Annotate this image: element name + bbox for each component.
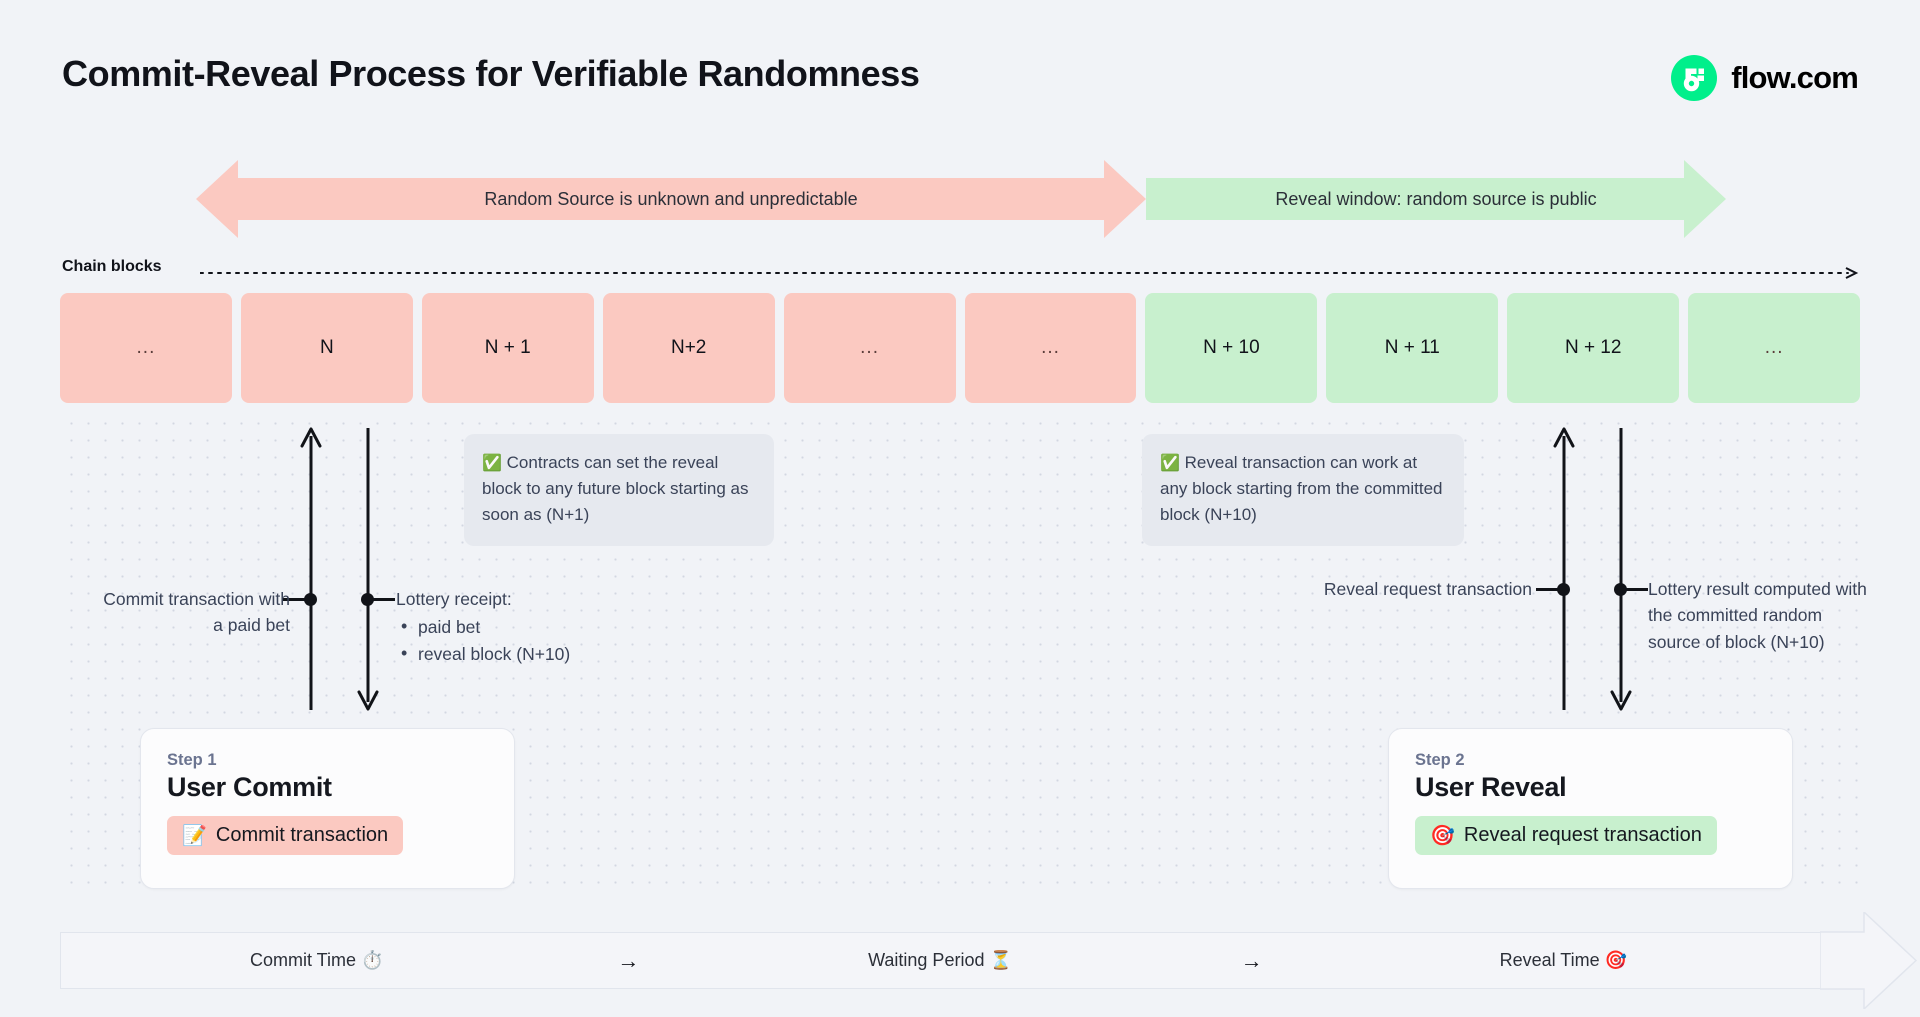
chain-block[interactable]: N + 11	[1326, 293, 1499, 403]
step-1-title: User Commit	[167, 772, 332, 802]
bottom-timeline: Commit Time ⏱️ → Waiting Period ⏳ → Reve…	[60, 910, 1918, 1011]
receipt-connector-tick	[365, 598, 395, 601]
chain-block[interactable]: N + 12	[1507, 293, 1680, 403]
result-connector-tick	[1618, 588, 1648, 591]
step-2-pill[interactable]: 🎯 Reveal request transaction	[1415, 816, 1717, 855]
step-2-eyebrow: Step 2	[1415, 751, 1465, 769]
brand-name: flow.com	[1731, 60, 1859, 95]
phase-banner-row: Random Source is unknown and unpredictab…	[196, 160, 1726, 238]
step-card-user-commit[interactable]: Step 1 User Commit 📝 Commit transaction	[140, 728, 515, 889]
timeline-arrow-icon: →	[1240, 947, 1263, 973]
chain-blocks-label: Chain blocks	[62, 258, 162, 275]
callout-contracts-text: Contracts can set the reveal block to an…	[482, 453, 749, 525]
timeline-bar	[60, 932, 1820, 989]
step-1-pill[interactable]: 📝 Commit transaction	[167, 816, 404, 855]
annotation-lottery-result: Lottery result computed with the committ…	[1648, 579, 1867, 652]
reveal-connector-tick	[1536, 588, 1566, 591]
timeline-segment-waiting: Waiting Period ⏳	[868, 950, 1012, 970]
step-2-title: User Reveal	[1415, 772, 1567, 802]
chain-block[interactable]: ...	[783, 293, 956, 403]
chain-block[interactable]: N + 1	[421, 293, 594, 403]
step-1-eyebrow: Step 1	[167, 751, 217, 769]
timeline-segment-commit: Commit Time ⏱️	[249, 950, 384, 970]
result-down-arrow	[1610, 424, 1638, 719]
step-1-pill-label: Commit transaction	[215, 824, 389, 846]
annotation-lottery-receipt: Lottery receipt: paid bet reveal block (…	[396, 586, 656, 667]
memo-icon: 📝	[182, 825, 207, 847]
white-check-mark-icon: ✅	[482, 455, 502, 472]
reveal-up-arrow	[1553, 424, 1581, 719]
callout-contracts: ✅ Contracts can set the reveal block to …	[464, 434, 774, 546]
callout-reveal-text: Reveal transaction can work at any block…	[1160, 453, 1443, 525]
page-title: Commit-Reveal Process for Verifiable Ran…	[62, 53, 920, 94]
chain-blocks-row: ... N N + 1 N+2 ... ... N + 10 N + 11 N …	[60, 293, 1861, 403]
timeline-segments: Commit Time ⏱️ → Waiting Period ⏳ → Reve…	[60, 932, 1820, 989]
commit-up-arrow	[300, 424, 328, 719]
brand-logo: flow.com	[1671, 55, 1859, 101]
chain-block[interactable]: ...	[1688, 293, 1861, 403]
chain-blocks-axis	[199, 266, 1860, 279]
lottery-receipt-item: paid bet	[396, 613, 656, 640]
timeline-arrow-head	[1819, 910, 1918, 1011]
reveal-node-dot	[1557, 583, 1570, 596]
banner-reveal-window: Reveal window: random source is public	[1146, 160, 1726, 238]
step-card-user-reveal[interactable]: Step 2 User Reveal 🎯 Reveal request tran…	[1388, 728, 1793, 889]
receipt-node-dot	[361, 593, 374, 606]
lottery-receipt-item: reveal block (N+10)	[396, 639, 656, 666]
banner-reveal-window-shape	[1146, 160, 1726, 238]
banner-unpredictable: Random Source is unknown and unpredictab…	[196, 160, 1146, 238]
receipt-down-arrow	[357, 424, 385, 719]
commit-node-dot	[304, 593, 317, 606]
white-check-mark-icon: ✅	[1160, 455, 1180, 472]
lottery-receipt-title: Lottery receipt:	[396, 589, 512, 609]
callout-reveal: ✅ Reveal transaction can work at any blo…	[1142, 434, 1464, 546]
chain-block[interactable]: ...	[60, 293, 232, 403]
chain-block[interactable]: N+2	[602, 293, 775, 403]
chain-block[interactable]: ...	[964, 293, 1137, 403]
direct-hit-icon: 🎯	[1430, 825, 1455, 847]
commit-connector-tick	[283, 598, 313, 601]
annotation-commit-transaction: Commit transaction with a paid bet	[103, 589, 290, 636]
banner-unpredictable-label: Random Source is unknown and unpredictab…	[484, 188, 858, 209]
banner-unpredictable-shape	[196, 160, 1146, 238]
chain-block[interactable]: N + 10	[1145, 293, 1318, 403]
lottery-receipt-list: paid bet reveal block (N+10)	[396, 613, 656, 667]
timeline-arrow-icon: →	[617, 947, 640, 973]
flow-logo-icon	[1671, 55, 1718, 101]
banner-reveal-window-label: Reveal window: random source is public	[1275, 188, 1597, 209]
result-node-dot	[1614, 583, 1627, 596]
annotation-reveal-request: Reveal request transaction	[1323, 579, 1532, 599]
step-2-pill-label: Reveal request transaction	[1463, 824, 1702, 846]
chain-block[interactable]: N	[240, 293, 413, 403]
timeline-segment-reveal: Reveal Time 🎯	[1499, 950, 1628, 970]
